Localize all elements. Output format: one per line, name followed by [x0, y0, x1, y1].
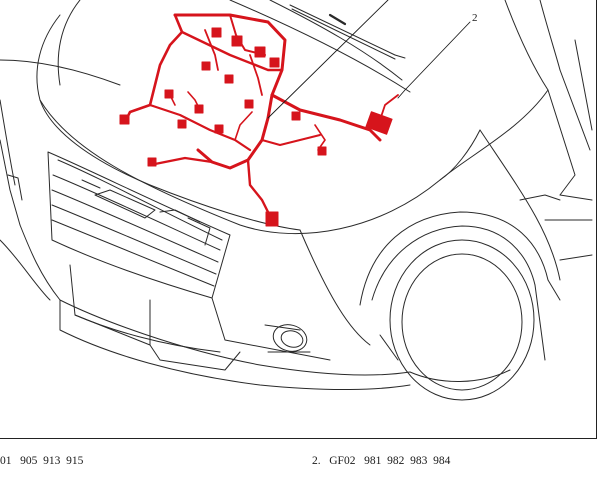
callout-label-2: 2 — [472, 12, 478, 24]
vehicle-diagram — [0, 0, 593, 401]
wiring-harness — [119, 13, 399, 227]
hood-outline — [0, 0, 549, 235]
left-body-outline — [0, 99, 61, 301]
wiper-arm — [289, 4, 406, 60]
front-grille — [47, 151, 231, 299]
windshield-outline — [229, 0, 593, 196]
fog-lamp — [264, 324, 311, 353]
front-wheel — [359, 211, 561, 401]
leader-lines — [267, 0, 471, 119]
front-bumper — [59, 229, 411, 391]
right-body-outline — [479, 129, 593, 281]
frame-right-line — [596, 0, 597, 439]
caption-right: 2. GF02 981 982 983 984 — [312, 455, 451, 467]
frame-bottom-line — [0, 438, 596, 439]
caption-left: 01 905 913 915 — [0, 455, 84, 467]
